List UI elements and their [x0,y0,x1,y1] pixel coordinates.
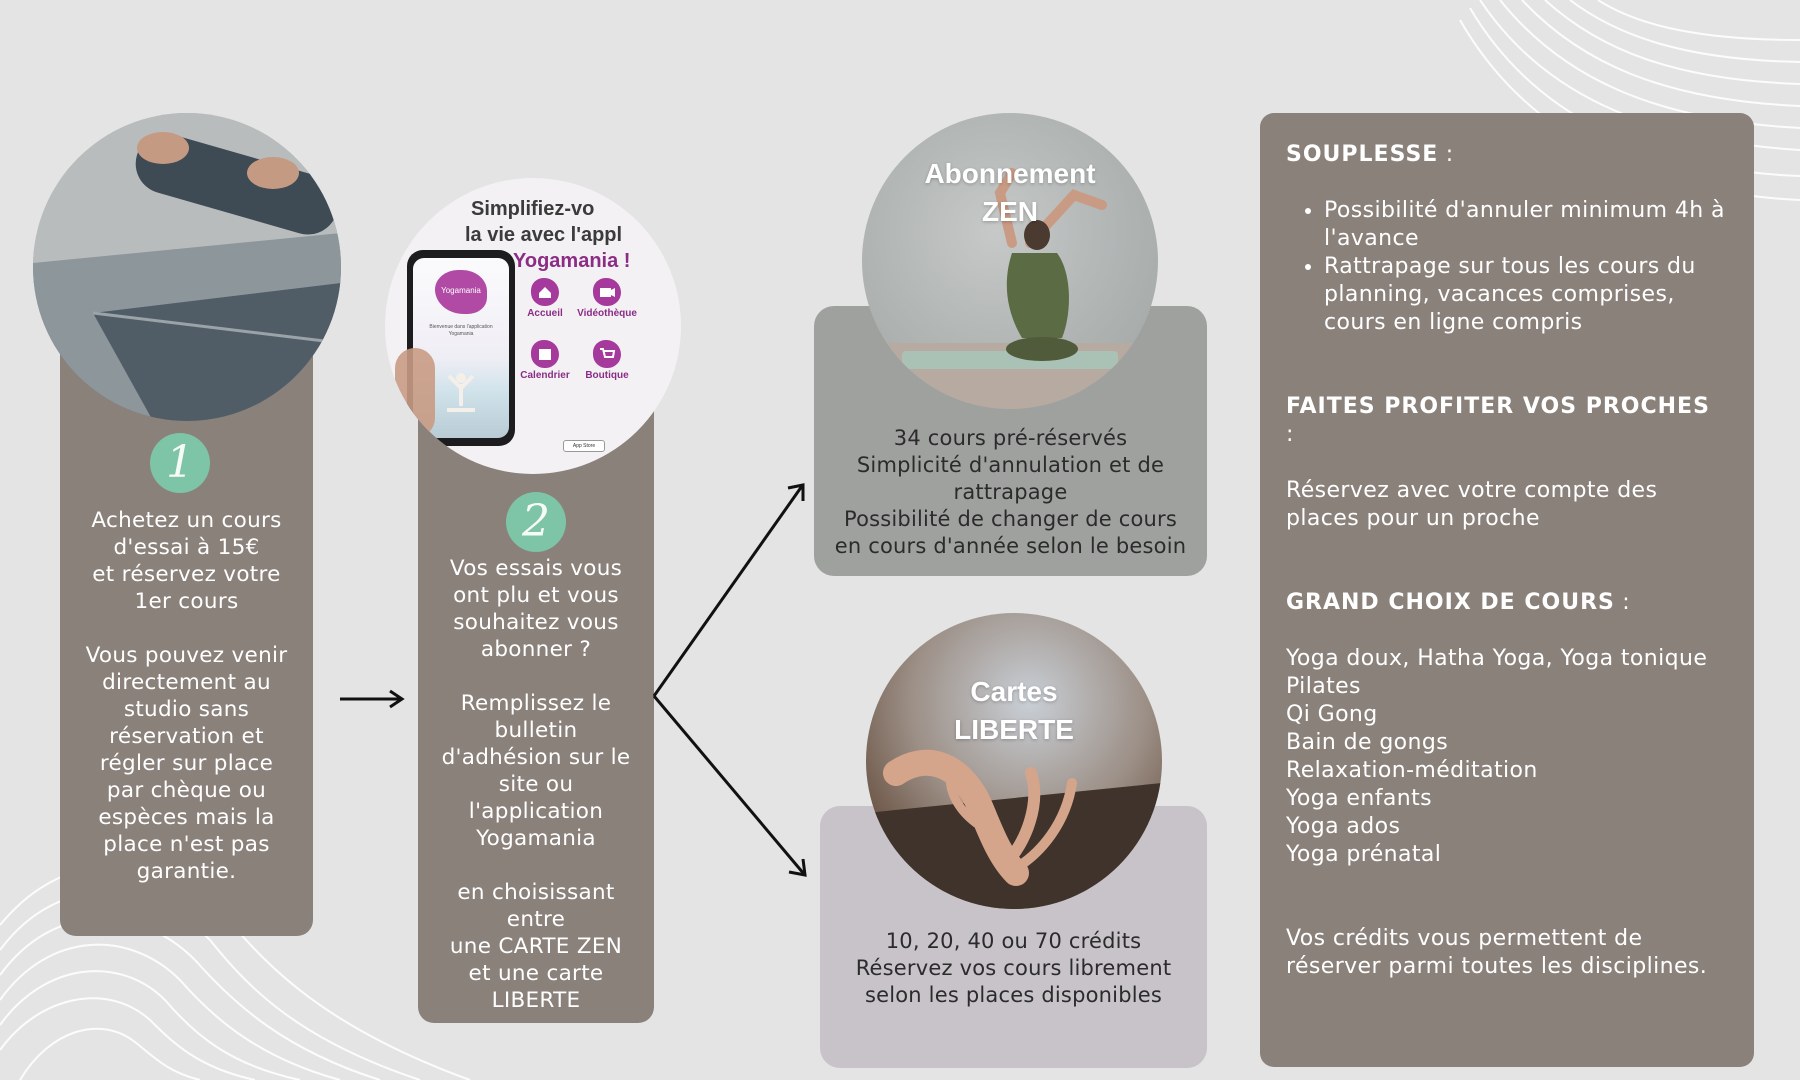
course-item: Yoga ados [1286,814,1401,839]
arrow-up-right-icon [652,485,804,697]
proches-text: Réservez avec votre compte des places po… [1286,478,1658,531]
hand-holding-phone [395,348,435,438]
choix-title: GRAND CHOIX DE COURS [1286,590,1615,615]
video-icon [593,278,621,306]
liberte-photo: Cartes LIBERTE [866,613,1162,909]
step1-text: Achetez un cours d'essai à 15€ et réserv… [85,508,288,884]
course-item: Qi Gong [1286,702,1378,727]
yoga-mat-photo [33,113,341,421]
proches-colon: : [1286,422,1294,447]
credits-text: Vos crédits vous permettent de réserver … [1286,926,1708,979]
arrow-up-right-head [787,483,805,501]
course-item: Pilates [1286,674,1361,699]
app-promo-photo: Simplifiez-vo la vie avec l'appl Yogaman… [385,178,681,474]
arrow-right-icon [340,689,405,709]
yogamania-logo-icon [435,270,487,314]
souplesse-colon: : [1438,142,1454,167]
zen-title: Abonnement ZEN [924,158,1096,227]
phone-logo-text: Yogamania [441,286,481,295]
course-item: Bain de gongs [1286,730,1449,755]
proches-heading: FAITES PROFITER VOS PROCHES : [1286,393,1726,449]
souplesse-item: Rattrapage sur tous les cours du plannin… [1324,253,1726,337]
tile-boutique-label: Boutique [585,370,629,381]
step2-number-badge: 2 [506,492,566,552]
relaxed-hand-illustration [866,749,1162,909]
liberte-title: Cartes LIBERTE [954,676,1074,745]
souplesse-title: SOUPLESSE [1286,142,1439,167]
benefits-panel: SOUPLESSE : Possibilité d'annuler minimu… [1260,113,1754,1067]
tile-accueil-label: Accueil [527,308,563,319]
souplesse-list: Possibilité d'annuler minimum 4h à l'ava… [1286,197,1726,337]
yoga-mat-illustration [33,113,341,421]
calendar-icon [531,340,559,368]
course-item: Yoga doux, Hatha Yoga, Yoga tonique [1286,646,1708,671]
arrow-down-right-icon [652,695,806,875]
app-promo-headline-2: la vie avec l'appl [465,224,623,246]
step1-card [60,320,313,936]
cart-icon [593,340,621,368]
step1-number-badge: 1 [150,433,210,493]
app-promo-brand: Yogamania ! [513,250,631,272]
app-promo-headline-1: Simplifiez-vo [471,198,595,220]
branch-arrows [652,483,807,877]
zen-photo: Abonnement ZEN [862,113,1158,409]
proches-title: FAITES PROFITER VOS PROCHES [1286,394,1710,419]
course-item: Yoga prénatal [1286,842,1442,867]
tile-videotheque-label: Vidéothèque [577,308,637,319]
liberte-text: 10, 20, 40 ou 70 crédits Réservez vos co… [855,929,1172,1007]
course-item: Yoga enfants [1286,786,1432,811]
step2-text: Vos essais vous ont plu et vous souhaite… [441,556,631,1013]
arrow-down-right-head [788,858,807,877]
souplesse-item: Possibilité d'annuler minimum 4h à l'ava… [1324,197,1726,253]
app-store-badge: App Store [563,440,605,452]
course-list: Yoga doux, Hatha Yoga, Yoga tonique Pila… [1286,645,1726,869]
home-icon [531,278,559,306]
meditation-figure-icon [447,373,475,412]
souplesse-heading: SOUPLESSE : [1286,141,1726,169]
choix-colon: : [1614,590,1631,615]
tile-calendrier-label: Calendrier [520,370,570,381]
zen-text: 34 cours pré-réservés Simplicité d'annul… [834,426,1187,558]
course-item: Relaxation-méditation [1286,758,1538,783]
choix-heading: GRAND CHOIX DE COURS : [1286,589,1726,617]
phone-welcome-text: Bienvenue dans l'application Yogamania [429,324,493,337]
